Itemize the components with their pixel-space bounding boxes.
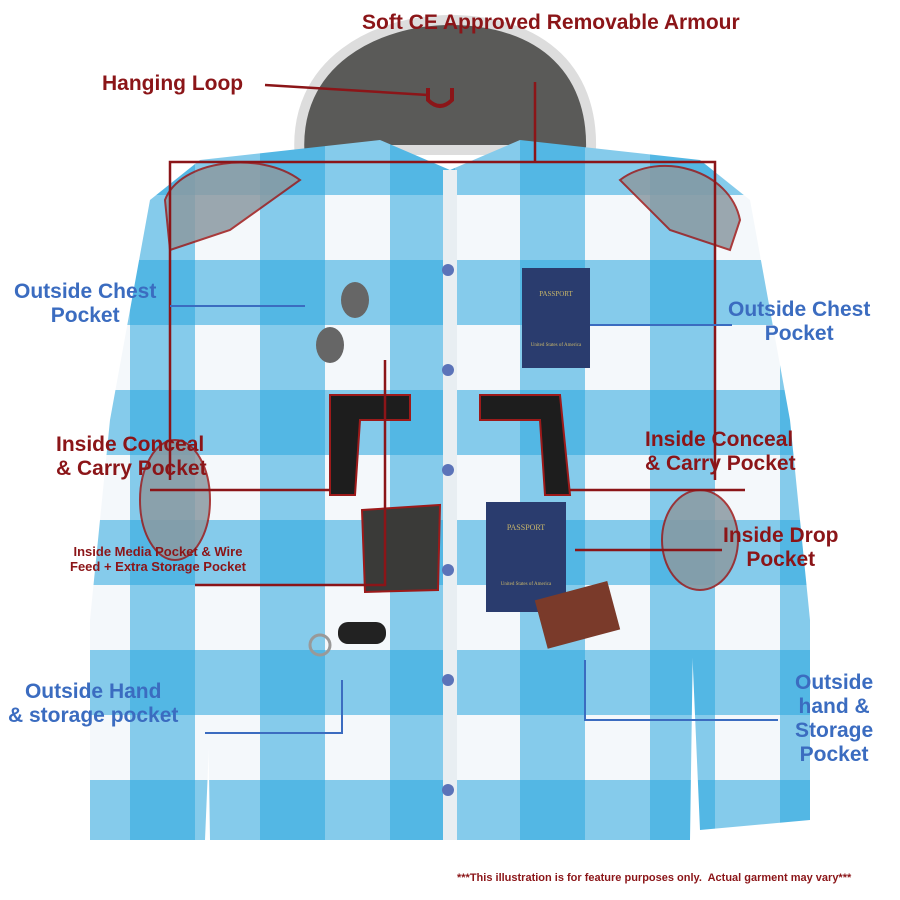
label-line: Pocket	[764, 322, 834, 346]
drop-passport	[486, 502, 566, 612]
buttons	[442, 264, 454, 796]
passport-title-2: PASSPORT	[507, 523, 545, 532]
car-key-icon	[308, 622, 386, 657]
passport-title: PASSPORT	[539, 290, 573, 298]
label-line: Feed + Extra Storage Pocket	[70, 558, 246, 574]
armour-pads	[139, 161, 742, 591]
label-line: Pocket	[799, 743, 869, 767]
label-line: Inside Conceal	[56, 433, 205, 456]
right-sleeve	[670, 160, 810, 830]
label-chest-right: Outside Chest Pocket	[728, 298, 870, 346]
passport-country: United States of America	[531, 343, 582, 348]
label-line: & storage pocket	[8, 704, 179, 728]
label-line: Outside	[795, 671, 874, 694]
media-pocket	[360, 503, 442, 594]
label-line: Storage	[795, 719, 874, 743]
wallet	[534, 581, 621, 649]
label-line: Pocket	[746, 548, 816, 572]
blue-leader-lines	[170, 305, 778, 734]
label-line: hand &	[798, 695, 870, 719]
label-line: Outside Chest	[728, 298, 871, 321]
left-gun-icon	[329, 394, 411, 496]
hanging-loop-icon	[426, 88, 454, 108]
label-hanging-loop: Hanging Loop	[102, 72, 244, 95]
red-leader-lines	[150, 82, 745, 587]
chest-passport	[522, 268, 590, 368]
label-hand-right: Outside hand & Storage Pocket	[795, 671, 873, 768]
sunglasses-icon	[316, 282, 369, 363]
label-armour: Soft CE Approved Removable Armour	[362, 11, 740, 34]
label-line: Outside Hand	[24, 680, 162, 703]
hood	[294, 14, 597, 172]
label-line: & Carry Pocket	[56, 457, 207, 481]
label-line: Inside Drop	[723, 524, 839, 547]
label-line: Inside Conceal	[645, 428, 794, 451]
passport-country-2: United States of America	[501, 582, 552, 587]
label-line: Pocket	[50, 304, 120, 328]
label-drop-pocket: Inside Drop Pocket	[723, 524, 839, 572]
disclaimer-footer: ***This illustration is for feature purp…	[457, 872, 852, 884]
label-hand-left: Outside Hand & storage pocket	[8, 680, 178, 728]
label-line: & Carry Pocket	[645, 452, 796, 476]
label-chest-left: Outside Chest Pocket	[14, 280, 156, 328]
label-line: Outside Chest	[14, 280, 157, 303]
label-line: Inside Media Pocket & Wire	[73, 544, 243, 559]
label-conceal-right: Inside Conceal & Carry Pocket	[645, 428, 796, 476]
right-gun-icon	[479, 394, 572, 496]
label-conceal-left: Inside Conceal & Carry Pocket	[56, 433, 207, 481]
label-media-pocket: Inside Media Pocket & Wire Feed + Extra …	[70, 544, 246, 575]
